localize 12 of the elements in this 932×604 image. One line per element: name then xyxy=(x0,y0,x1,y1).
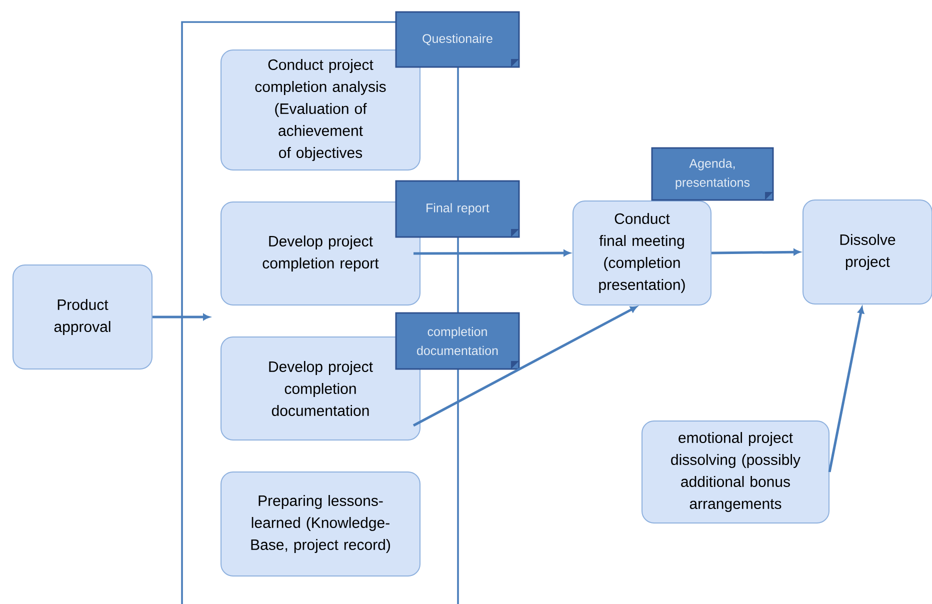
process-box: Conduct final meeting (completion presentation) xyxy=(572,200,712,306)
arrow xyxy=(152,314,210,320)
arrow xyxy=(414,250,570,256)
arrow xyxy=(712,248,800,256)
process-box: Preparing lessons-learned (Knowledge-Base, project record) xyxy=(220,472,420,576)
process-box: emotional project dissolving (possibly additional bonus arrangements xyxy=(642,420,830,524)
arrow xyxy=(828,306,864,472)
process-box: Dissolve project xyxy=(802,200,932,304)
process-box: Product approval xyxy=(12,264,152,370)
process-box: Develop project completion report xyxy=(220,202,420,306)
process-box: Conduct project completion analysis (Evaluation of achievement of objectives xyxy=(220,50,420,170)
arrow xyxy=(412,306,638,427)
